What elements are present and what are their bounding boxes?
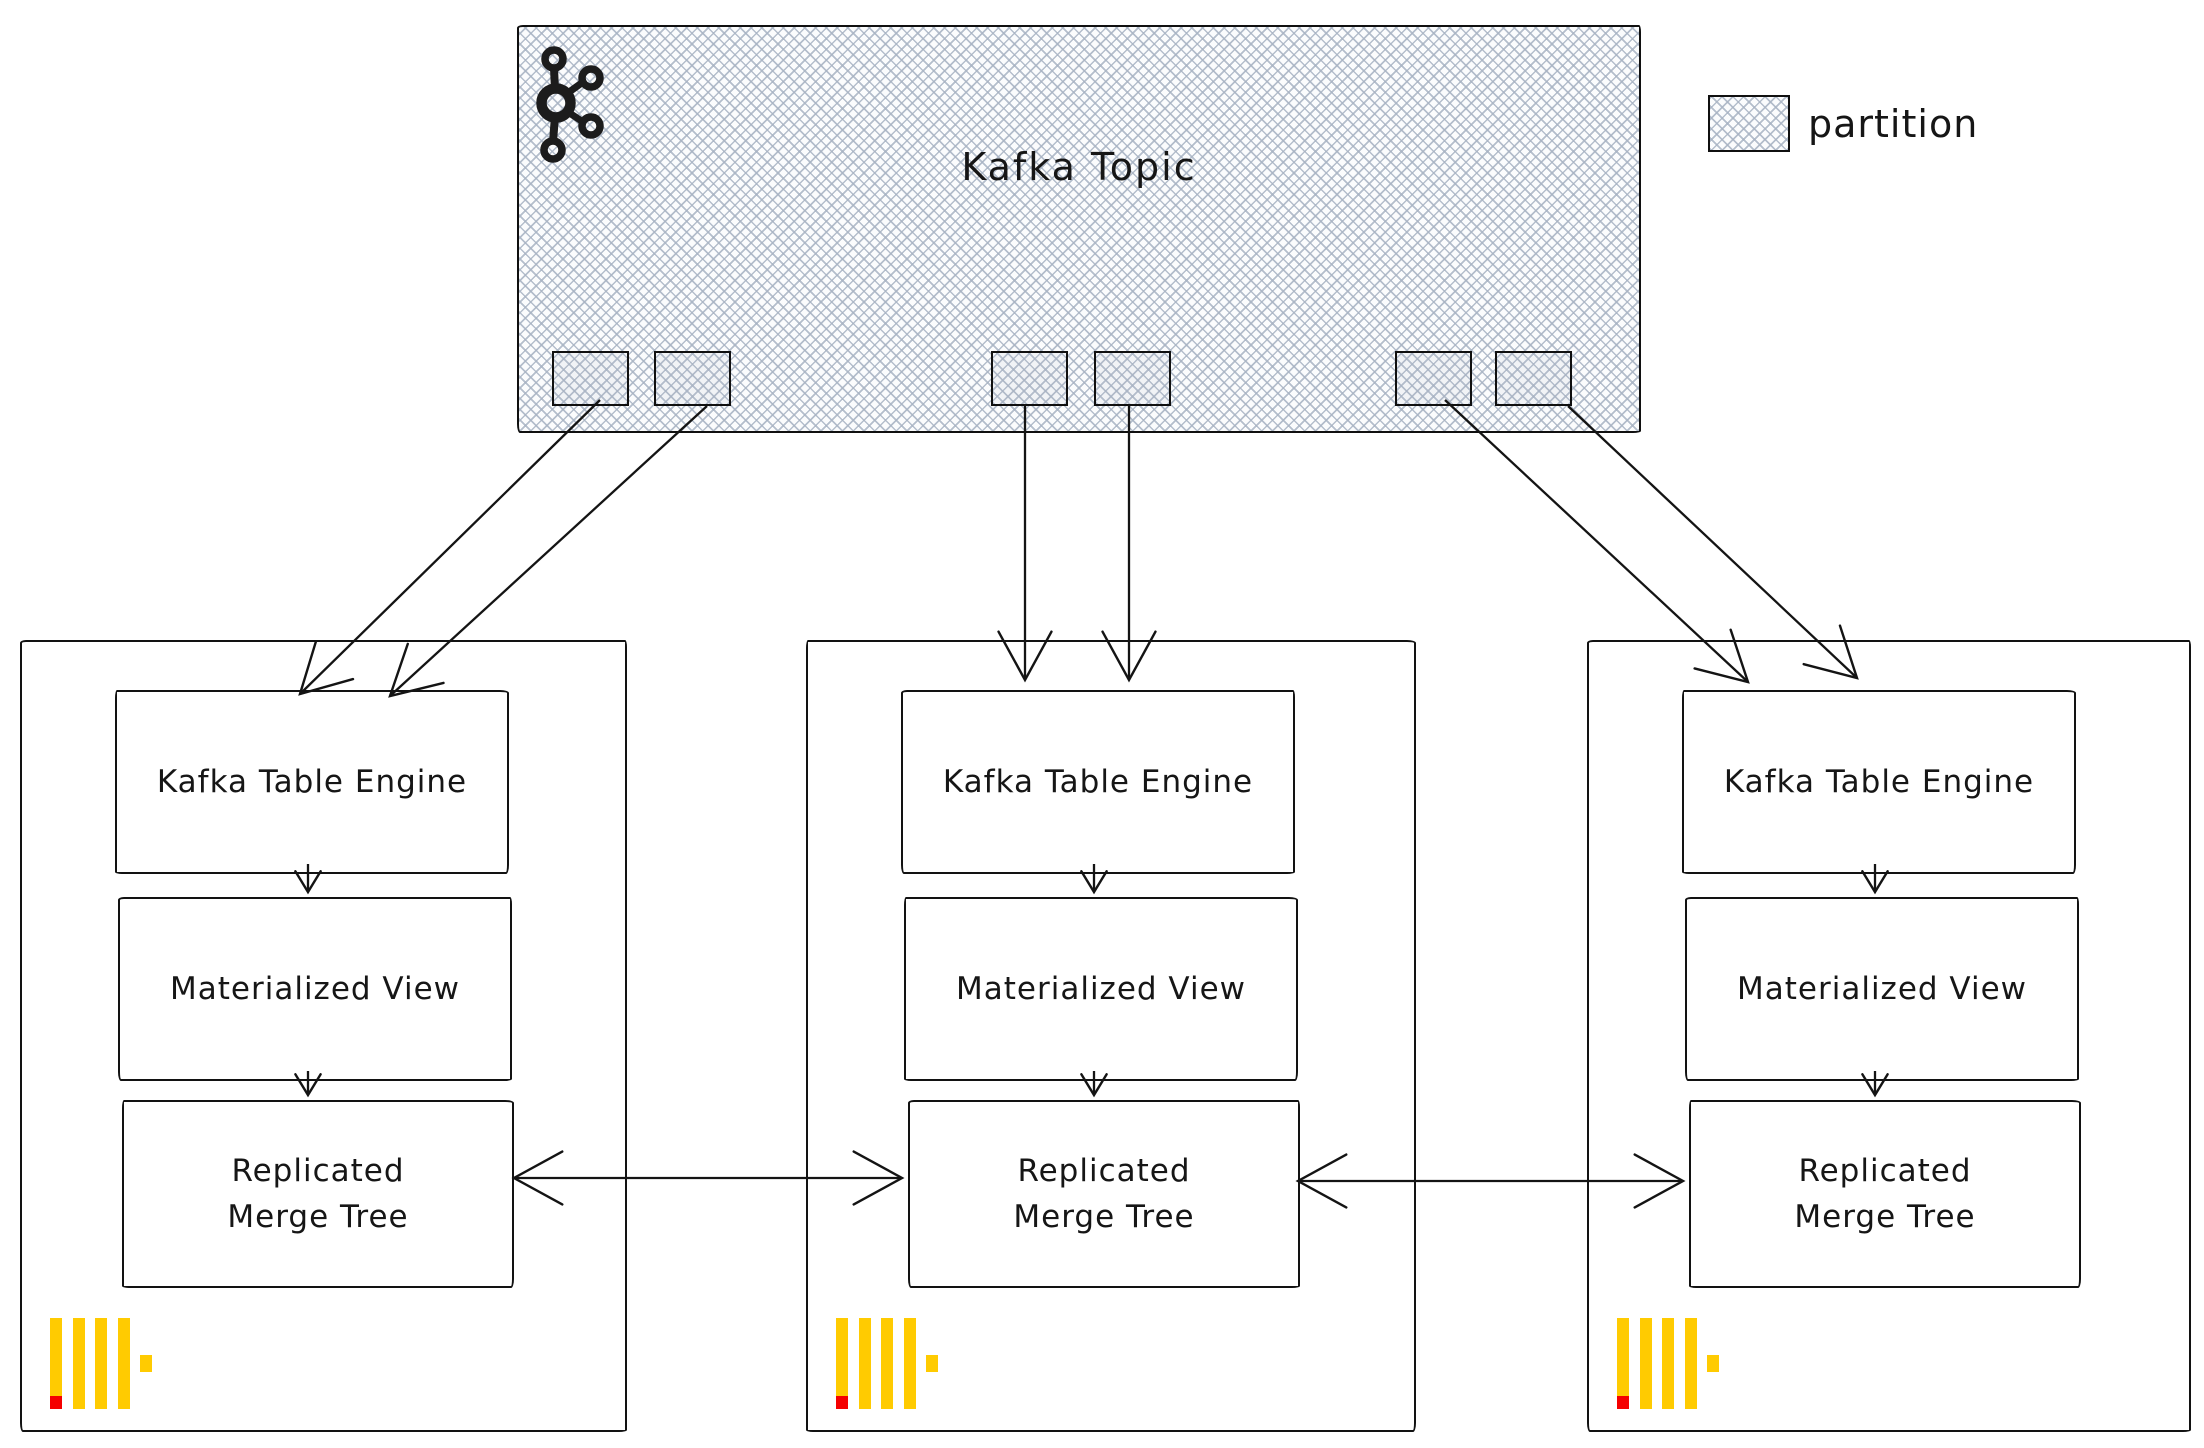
kafka-topic-box: Kafka Topic xyxy=(517,25,1641,433)
kafka-table-engine-label: Kafka Table Engine xyxy=(1723,763,2035,800)
replicated-merge-tree-label: Replicated Merge Tree xyxy=(1794,1152,1976,1236)
partition-box xyxy=(552,351,629,406)
replicated-merge-tree-box: Replicated Merge Tree xyxy=(1689,1100,2081,1288)
kafka-table-engine-box: Kafka Table Engine xyxy=(115,690,509,874)
partition-box xyxy=(1094,351,1171,406)
clickhouse-logo-icon xyxy=(1617,1318,1719,1409)
legend-partition-swatch xyxy=(1708,95,1790,152)
kafka-logo-icon xyxy=(536,46,604,163)
replicated-merge-tree-label: Replicated Merge Tree xyxy=(1013,1152,1195,1236)
arrow-partition6-node3 xyxy=(1567,405,1859,680)
kafka-table-engine-label: Kafka Table Engine xyxy=(156,763,468,800)
kafka-topic-title: Kafka Topic xyxy=(961,145,1197,189)
kafka-table-engine-box: Kafka Table Engine xyxy=(901,690,1295,874)
materialized-view-box: Materialized View xyxy=(1685,897,2079,1081)
clickhouse-node-2: Kafka Table Engine Materialized View Rep… xyxy=(806,640,1416,1432)
clickhouse-logo-icon xyxy=(836,1318,938,1409)
clickhouse-node-3: Kafka Table Engine Materialized View Rep… xyxy=(1587,640,2191,1432)
legend-partition-label: partition xyxy=(1808,101,1979,146)
kafka-table-engine-label: Kafka Table Engine xyxy=(942,763,1254,800)
materialized-view-label: Materialized View xyxy=(170,970,460,1007)
partition-box xyxy=(991,351,1068,406)
materialized-view-box: Materialized View xyxy=(118,897,512,1081)
partition-box xyxy=(1495,351,1572,406)
partition-box xyxy=(654,351,731,406)
materialized-view-label: Materialized View xyxy=(956,970,1246,1007)
replicated-merge-tree-label: Replicated Merge Tree xyxy=(227,1152,409,1236)
partition-box xyxy=(1395,351,1472,406)
kafka-table-engine-box: Kafka Table Engine xyxy=(1682,690,2076,874)
replicated-merge-tree-box: Replicated Merge Tree xyxy=(122,1100,514,1288)
materialized-view-label: Materialized View xyxy=(1737,970,2027,1007)
clickhouse-logo-icon xyxy=(50,1318,152,1409)
legend: partition xyxy=(1708,95,1978,152)
materialized-view-box: Materialized View xyxy=(904,897,1298,1081)
replicated-merge-tree-box: Replicated Merge Tree xyxy=(908,1100,1300,1288)
clickhouse-node-1: Kafka Table Engine Materialized View Rep… xyxy=(20,640,627,1432)
